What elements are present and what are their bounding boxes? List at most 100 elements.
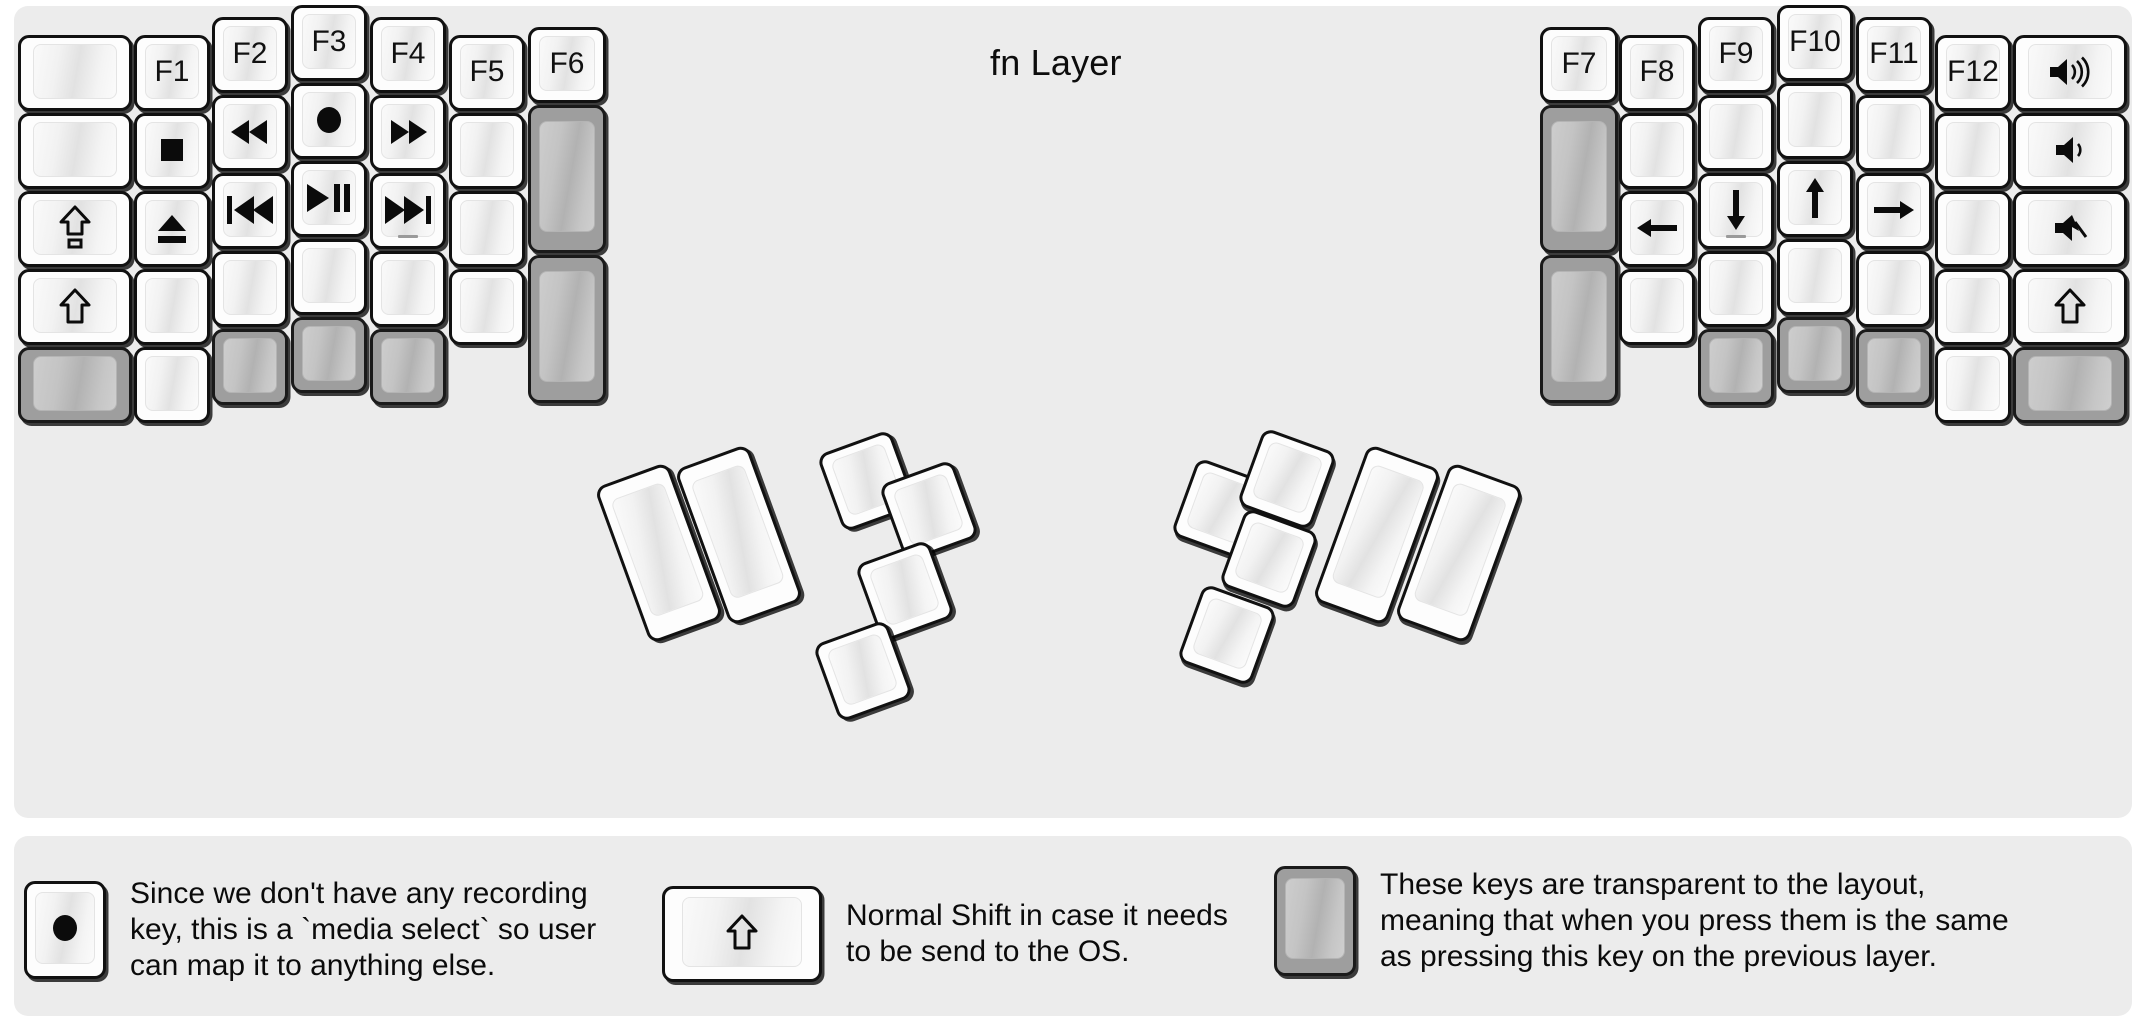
key-left-col-ring-3[interactable] bbox=[212, 251, 288, 327]
key-right-col-inner-2-1[interactable] bbox=[1540, 105, 1618, 253]
key-right-col-ring-0[interactable]: F11 bbox=[1856, 17, 1932, 93]
key-left-col-inner-1-2[interactable] bbox=[449, 191, 525, 267]
key-right-col-middle-0[interactable]: F10 bbox=[1777, 5, 1853, 81]
key-right-col-inner-2-0[interactable]: F7 bbox=[1540, 27, 1618, 103]
key-right-col-pinky-3[interactable] bbox=[1935, 269, 2011, 345]
key-left-col-pinky-0[interactable]: F1 bbox=[134, 35, 210, 111]
shift-icon bbox=[726, 914, 758, 950]
keycap-face bbox=[222, 260, 278, 315]
keycap-face bbox=[891, 472, 966, 548]
key-right-col-pinky-outer-2[interactable] bbox=[2013, 191, 2127, 267]
key-left-col-middle-1[interactable] bbox=[291, 83, 367, 159]
key-left-col-pinky-4[interactable] bbox=[134, 347, 210, 423]
keycap-face bbox=[1550, 270, 1608, 382]
keycap-face: F7 bbox=[1550, 36, 1608, 91]
media-next-track-icon bbox=[385, 195, 431, 225]
key-right-col-ring-1[interactable] bbox=[1856, 95, 1932, 171]
key-left-col-pinky-1[interactable] bbox=[134, 113, 210, 189]
key-left-col-pinky-3[interactable] bbox=[134, 269, 210, 345]
key-left-col-pinky-2[interactable] bbox=[134, 191, 210, 267]
key-left-col-pinky-outer-4[interactable] bbox=[18, 347, 132, 423]
key-left-col-inner-1-3[interactable] bbox=[449, 269, 525, 345]
key-left-col-inner-2-0[interactable]: F6 bbox=[528, 27, 606, 103]
arrow-down-icon bbox=[1723, 189, 1749, 230]
legend-item-2: Normal Shift in case it needs to be send… bbox=[662, 886, 1228, 982]
keycap-face bbox=[867, 552, 942, 628]
keycap-face bbox=[2027, 44, 2113, 99]
key-left-col-middle-2[interactable] bbox=[291, 161, 367, 237]
key-right-col-index-2[interactable] bbox=[1698, 173, 1774, 249]
key-left-col-index-0[interactable]: F4 bbox=[370, 17, 446, 93]
key-right-col-ring-4[interactable] bbox=[1856, 329, 1932, 405]
key-underline-marker bbox=[1726, 235, 1746, 239]
key-right-col-inner-1-0[interactable]: F8 bbox=[1619, 35, 1695, 111]
key-left-col-index-2[interactable] bbox=[370, 173, 446, 249]
key-right-col-middle-2[interactable] bbox=[1777, 161, 1853, 237]
key-right-col-inner-1-3[interactable] bbox=[1619, 269, 1695, 345]
key-right-col-pinky-4[interactable] bbox=[1935, 347, 2011, 423]
keycap-face bbox=[1945, 122, 2001, 177]
keycap-face bbox=[1866, 182, 1922, 237]
key-left-col-inner-1-1[interactable] bbox=[449, 113, 525, 189]
key-left-col-ring-1[interactable] bbox=[212, 95, 288, 171]
key-right-col-ring-2[interactable] bbox=[1856, 173, 1932, 249]
key-right-col-index-3[interactable] bbox=[1698, 251, 1774, 327]
key-label: F4 bbox=[390, 36, 426, 70]
key-left-col-ring-0[interactable]: F2 bbox=[212, 17, 288, 93]
key-right-col-middle-1[interactable] bbox=[1777, 83, 1853, 159]
key-left-col-middle-0[interactable]: F3 bbox=[291, 5, 367, 81]
keycap-face bbox=[1708, 182, 1764, 237]
key-left-col-pinky-outer-3[interactable] bbox=[18, 269, 132, 345]
key-right-col-ring-3[interactable] bbox=[1856, 251, 1932, 327]
key-right-col-index-1[interactable] bbox=[1698, 95, 1774, 171]
key-right-col-pinky-outer-3[interactable] bbox=[2013, 269, 2127, 345]
key-left-col-inner-2-1[interactable] bbox=[528, 105, 606, 253]
key-label: F9 bbox=[1718, 36, 1754, 70]
key-right-col-pinky-1[interactable] bbox=[1935, 113, 2011, 189]
keycap-face bbox=[1945, 200, 2001, 255]
key-label: F3 bbox=[311, 24, 347, 58]
keycap-face bbox=[1232, 520, 1307, 596]
shift-icon bbox=[59, 288, 91, 324]
key-label: F6 bbox=[549, 46, 585, 80]
keycap-face bbox=[1787, 248, 1843, 303]
key-left-col-pinky-outer-1[interactable] bbox=[18, 113, 132, 189]
key-left-col-index-1[interactable] bbox=[370, 95, 446, 171]
key-right-col-pinky-2[interactable] bbox=[1935, 191, 2011, 267]
legend-panel bbox=[14, 836, 2132, 1016]
key-right-col-pinky-outer-4[interactable] bbox=[2013, 347, 2127, 423]
page-title: fn Layer bbox=[990, 42, 1122, 83]
key-left-col-index-4[interactable] bbox=[370, 329, 446, 405]
key-right-col-index-4[interactable] bbox=[1698, 329, 1774, 405]
key-right-col-index-0[interactable]: F9 bbox=[1698, 17, 1774, 93]
key-right-col-pinky-0[interactable]: F12 bbox=[1935, 35, 2011, 111]
keycap-face bbox=[1945, 278, 2001, 333]
keycap-face: F3 bbox=[301, 14, 357, 69]
key-left-col-index-3[interactable] bbox=[370, 251, 446, 327]
key-right-col-inner-1-1[interactable] bbox=[1619, 113, 1695, 189]
keycap-face: F10 bbox=[1787, 14, 1843, 69]
key-right-col-middle-4[interactable] bbox=[1777, 317, 1853, 393]
key-label: F2 bbox=[232, 36, 268, 70]
keycap-face bbox=[1708, 260, 1764, 315]
key-left-col-inner-2-2[interactable] bbox=[528, 255, 606, 403]
volume-up-icon bbox=[2048, 56, 2092, 88]
key-left-col-pinky-outer-0[interactable] bbox=[18, 35, 132, 111]
keycap-face bbox=[538, 120, 596, 232]
key-left-col-pinky-outer-2[interactable] bbox=[18, 191, 132, 267]
key-left-col-middle-3[interactable] bbox=[291, 239, 367, 315]
key-left-col-middle-4[interactable] bbox=[291, 317, 367, 393]
keycap-face bbox=[301, 248, 357, 303]
key-right-col-middle-3[interactable] bbox=[1777, 239, 1853, 315]
key-right-col-pinky-outer-1[interactable] bbox=[2013, 113, 2127, 189]
key-right-col-pinky-outer-0[interactable] bbox=[2013, 35, 2127, 111]
key-left-col-inner-1-0[interactable]: F5 bbox=[449, 35, 525, 111]
key-right-col-inner-1-2[interactable] bbox=[1619, 191, 1695, 267]
key-label: F12 bbox=[1947, 54, 1999, 88]
keycap-face: F1 bbox=[144, 44, 200, 99]
key-left-col-ring-4[interactable] bbox=[212, 329, 288, 405]
key-right-col-inner-2-2[interactable] bbox=[1540, 255, 1618, 403]
keycap-face bbox=[301, 92, 357, 147]
key-left-col-ring-2[interactable] bbox=[212, 173, 288, 249]
